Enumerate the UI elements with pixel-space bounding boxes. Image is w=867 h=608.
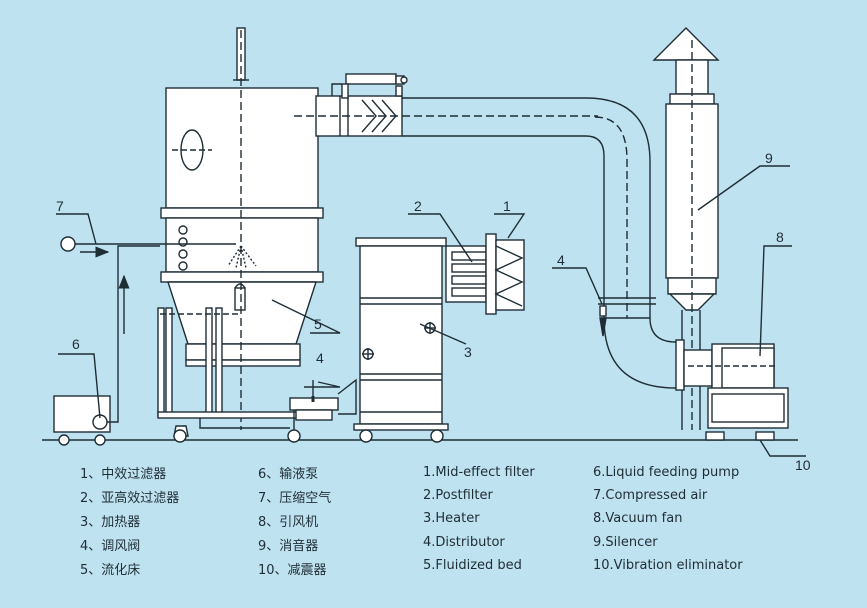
damper-unit xyxy=(287,378,357,443)
legend-cn-item-3: 3、加热器 xyxy=(80,515,141,530)
callout-label-1: 1 xyxy=(503,198,511,214)
legend-cn-item-10: 10、减震器 xyxy=(258,563,327,578)
legend-en-item-4: 4.Distributor xyxy=(423,535,505,550)
top-shaft xyxy=(172,27,249,430)
leader-lines xyxy=(56,165,806,457)
mid-effect-filter xyxy=(485,233,525,315)
compressed-air-inlet xyxy=(60,236,236,258)
legend-en-item-6: 6.Liquid feeding pump xyxy=(593,465,740,480)
fluidized-bed-tower xyxy=(160,87,324,367)
callout-label-5: 5 xyxy=(314,316,322,332)
legend-en-item-7: 7.Compressed air xyxy=(593,488,708,503)
callout-label-10: 10 xyxy=(795,457,811,473)
legend-cn-item-9: 9、消音器 xyxy=(258,539,319,554)
legend-en-item-8: 8.Vacuum fan xyxy=(593,511,683,526)
callout-label-4-damper: 4 xyxy=(316,350,324,366)
callout-label-7: 7 xyxy=(56,198,64,214)
support-frame xyxy=(157,307,304,443)
callout-label-4-distributor: 4 xyxy=(557,252,565,268)
legend-en-item-3: 3.Heater xyxy=(423,511,480,526)
liquid-feeding-pump xyxy=(53,245,160,446)
callout-label-8: 8 xyxy=(776,229,784,245)
vibration-eliminators xyxy=(705,431,775,441)
callout-label-6: 6 xyxy=(72,336,80,352)
heater-cabinet xyxy=(353,237,449,443)
legend-en-item-10: 10.Vibration eliminator xyxy=(593,558,743,573)
legend-cn-item-6: 6、输液泵 xyxy=(258,467,319,482)
legend-cn-item-8: 8、引风机 xyxy=(258,515,319,530)
callout-label-3: 3 xyxy=(464,344,472,360)
legend-cn-item-1: 1、中效过滤器 xyxy=(80,467,167,482)
legend-cn-item-4: 4、调风阀 xyxy=(80,539,141,554)
spray-nozzle xyxy=(227,245,257,269)
legend-en-item-9: 9.Silencer xyxy=(593,535,658,550)
legend-en-item-5: 5.Fluidized bed xyxy=(423,558,522,573)
duct-actuator xyxy=(331,73,408,99)
callout-label-9: 9 xyxy=(765,150,773,166)
legend-cn-item-7: 7、压缩空气 xyxy=(258,491,332,506)
legend-cn-item-2: 2、亚高效过滤器 xyxy=(80,491,180,506)
exhaust-duct xyxy=(294,95,677,389)
legend-en-item-2: 2.Postfilter xyxy=(423,488,493,503)
vacuum-fan xyxy=(675,339,789,429)
silencer xyxy=(652,27,720,430)
legend-en-item-1: 1.Mid-effect filter xyxy=(423,465,535,480)
callout-label-2: 2 xyxy=(414,198,422,214)
postfilter-unit xyxy=(445,245,487,303)
legend-cn-item-5: 5、流化床 xyxy=(80,563,141,578)
